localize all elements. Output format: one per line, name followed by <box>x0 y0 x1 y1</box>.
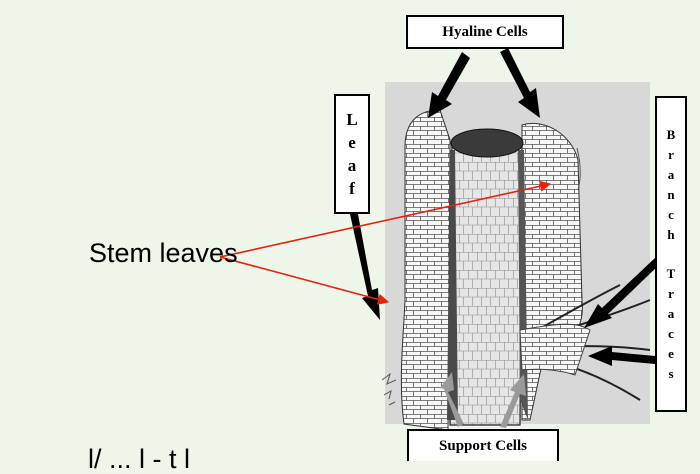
branch-letter: c <box>668 208 674 221</box>
branch-traces-label: B r a n c h T r a c e s <box>655 96 687 412</box>
central-stem <box>450 130 522 425</box>
branch-letter: e <box>668 347 674 360</box>
branch-letter: T <box>667 267 676 280</box>
stem-top-opening <box>451 129 523 157</box>
support-cells-label: Support Cells <box>407 429 559 461</box>
branch-letter: s <box>668 367 673 380</box>
branch-letter: c <box>668 327 674 340</box>
branch-letter: r <box>668 148 674 161</box>
leaf-letter: f <box>349 180 355 197</box>
branch-letter: h <box>667 228 674 241</box>
branch-letter: a <box>668 307 675 320</box>
cut-off-caption: l/ ... l - t l <box>88 446 190 473</box>
leaf-letter: e <box>348 134 356 151</box>
diagram-canvas <box>0 0 700 461</box>
branch-letter: r <box>668 287 674 300</box>
branch-letter: n <box>667 188 674 201</box>
leaf-label: L e a f <box>334 94 370 214</box>
leaf-pointer <box>350 214 380 320</box>
leaf-letter: L <box>346 111 357 128</box>
branch-letter: a <box>668 168 675 181</box>
hyaline-cells-label: Hyaline Cells <box>406 15 564 49</box>
hyaline-sheath-left <box>401 110 450 430</box>
leaf-letter: a <box>348 157 357 174</box>
stem-leaves-label: Stem leaves <box>89 238 238 269</box>
branch-letter: B <box>667 128 676 141</box>
